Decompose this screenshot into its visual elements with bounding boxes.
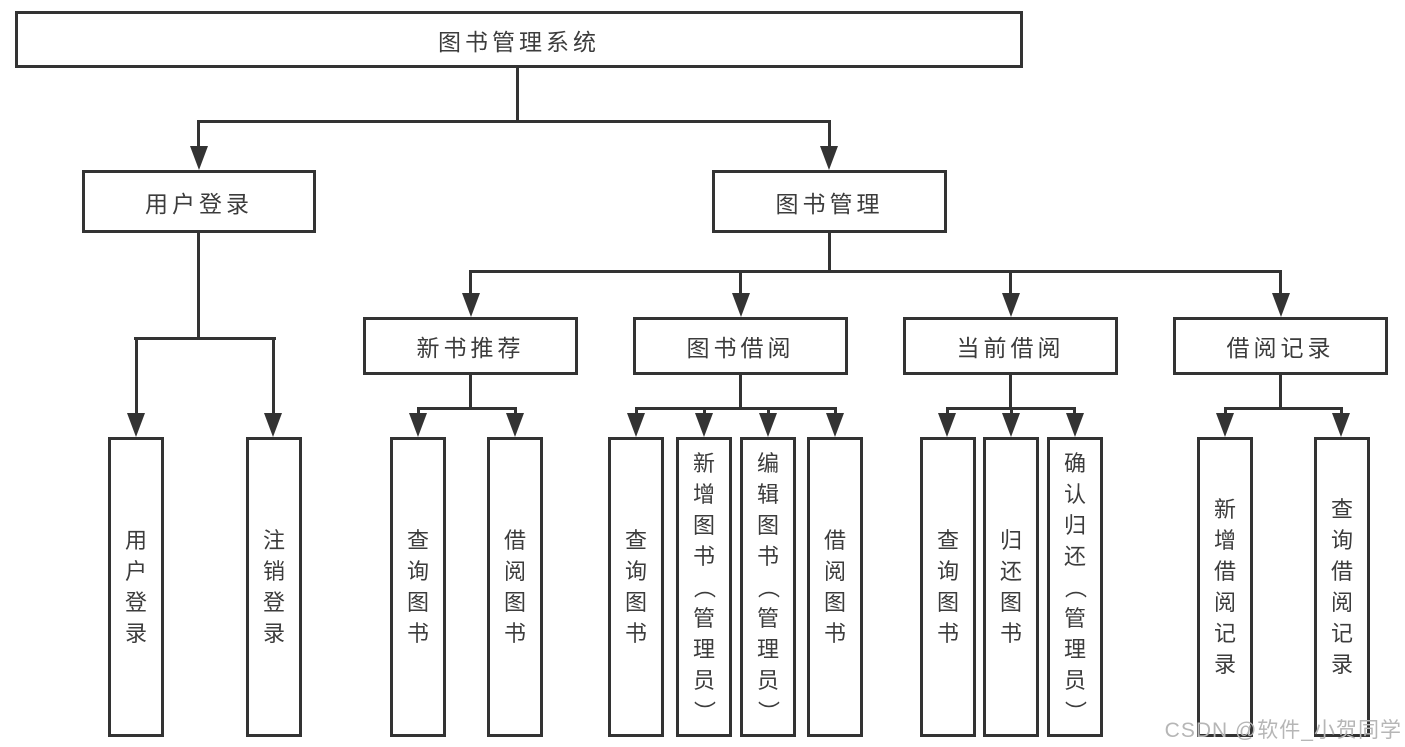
node-new-book-recommendation-label: 新书推荐 <box>416 335 525 361</box>
connector-line <box>469 270 472 297</box>
arrowhead-icon <box>1066 413 1084 437</box>
leaf-edit-books-admin: 编辑图书（管理员） <box>740 437 796 737</box>
node-borrowing-records-label: 借阅记录 <box>1226 335 1335 361</box>
csdn-watermark: CSDN @软件_小贺同学 <box>1164 719 1402 742</box>
leaf-borrow-books-borrowing: 借阅图书 <box>807 437 863 737</box>
connector-line <box>417 407 420 415</box>
leaf-borrow-books-recommendation-label: 借阅图书 <box>503 528 526 646</box>
connector-line <box>197 233 200 337</box>
leaf-borrow-books-recommendation: 借阅图书 <box>487 437 543 737</box>
connector-line <box>134 337 276 340</box>
leaf-logout: 注销登录 <box>246 437 302 737</box>
connector-line <box>1009 375 1012 407</box>
node-root-label: 图书管理系统 <box>438 28 600 55</box>
leaf-user-login-label: 用户登录 <box>124 528 147 646</box>
leaf-add-borrow-record: 新增借阅记录 <box>1197 437 1253 737</box>
arrowhead-icon <box>462 293 480 317</box>
arrowhead-icon <box>820 146 838 170</box>
arrowhead-icon <box>938 413 956 437</box>
connector-line <box>1010 407 1013 415</box>
arrowhead-icon <box>264 413 282 437</box>
node-user-login: 用户登录 <box>82 170 316 233</box>
connector-line <box>946 407 949 415</box>
leaf-confirm-return-admin: 确认归还（管理员） <box>1047 437 1103 737</box>
arrowhead-icon <box>409 413 427 437</box>
arrowhead-icon <box>826 413 844 437</box>
leaf-confirm-return-admin-label: 确认归还（管理员） <box>1062 450 1088 723</box>
connector-line <box>635 407 638 415</box>
node-book-borrowing: 图书借阅 <box>633 317 848 375</box>
connector-line <box>739 270 742 297</box>
connector-line <box>739 375 742 407</box>
arrowhead-icon <box>1002 293 1020 317</box>
leaf-query-borrow-record-label: 查询借阅记录 <box>1330 497 1353 677</box>
leaf-query-books-current: 查询图书 <box>920 437 976 737</box>
leaf-user-login: 用户登录 <box>108 437 164 737</box>
leaf-query-books-borrowing: 查询图书 <box>608 437 664 737</box>
connector-line <box>272 337 275 415</box>
connector-line <box>469 270 1282 273</box>
leaf-return-books: 归还图书 <box>983 437 1039 737</box>
arrowhead-icon <box>1272 293 1290 317</box>
connector-line <box>469 375 472 407</box>
arrowhead-icon <box>1002 413 1020 437</box>
connector-line <box>834 407 837 415</box>
arrowhead-icon <box>127 413 145 437</box>
connector-line <box>516 68 519 120</box>
arrowhead-icon <box>1216 413 1234 437</box>
arrowhead-icon <box>695 413 713 437</box>
connector-line <box>197 120 200 150</box>
connector-line <box>703 407 706 415</box>
leaf-query-books-recommendation: 查询图书 <box>390 437 446 737</box>
node-new-book-recommendation: 新书推荐 <box>363 317 578 375</box>
connector-line <box>135 337 138 415</box>
node-root: 图书管理系统 <box>15 11 1023 68</box>
arrowhead-icon <box>759 413 777 437</box>
leaf-add-books-admin: 新增图书（管理员） <box>676 437 732 737</box>
node-current-borrowing: 当前借阅 <box>903 317 1118 375</box>
leaf-query-books-recommendation-label: 查询图书 <box>406 528 429 646</box>
node-book-management-label: 图书管理 <box>775 190 884 217</box>
leaf-return-books-label: 归还图书 <box>999 528 1022 646</box>
leaf-query-books-current-label: 查询图书 <box>936 528 959 646</box>
node-user-login-label: 用户登录 <box>145 190 253 217</box>
node-book-borrowing-label: 图书借阅 <box>686 335 795 361</box>
connector-line <box>828 120 831 150</box>
connector-line <box>1224 407 1227 415</box>
connector-line <box>514 407 517 415</box>
connector-line <box>1279 375 1282 407</box>
node-current-borrowing-label: 当前借阅 <box>956 335 1065 361</box>
connector-line <box>1340 407 1343 415</box>
connector-line <box>1073 407 1076 415</box>
arrowhead-icon <box>1332 413 1350 437</box>
connector-line <box>417 407 517 410</box>
leaf-logout-label: 注销登录 <box>262 528 285 646</box>
leaf-edit-books-admin-label: 编辑图书（管理员） <box>755 450 781 723</box>
connector-line <box>1009 270 1012 297</box>
arrowhead-icon <box>190 146 208 170</box>
arrowhead-icon <box>506 413 524 437</box>
connector-line <box>197 120 831 123</box>
arrowhead-icon <box>627 413 645 437</box>
connector-line <box>1224 407 1342 410</box>
connector-line <box>635 407 836 410</box>
leaf-add-borrow-record-label: 新增借阅记录 <box>1213 497 1236 677</box>
leaf-query-borrow-record: 查询借阅记录 <box>1314 437 1370 737</box>
node-book-management: 图书管理 <box>712 170 947 233</box>
leaf-add-books-admin-label: 新增图书（管理员） <box>691 450 717 723</box>
node-borrowing-records: 借阅记录 <box>1173 317 1388 375</box>
leaf-query-books-borrowing-label: 查询图书 <box>624 528 647 646</box>
leaf-borrow-books-borrowing-label: 借阅图书 <box>823 528 846 646</box>
connector-line <box>767 407 770 415</box>
arrowhead-icon <box>732 293 750 317</box>
connector-line <box>828 233 831 270</box>
connector-line <box>1279 270 1282 297</box>
